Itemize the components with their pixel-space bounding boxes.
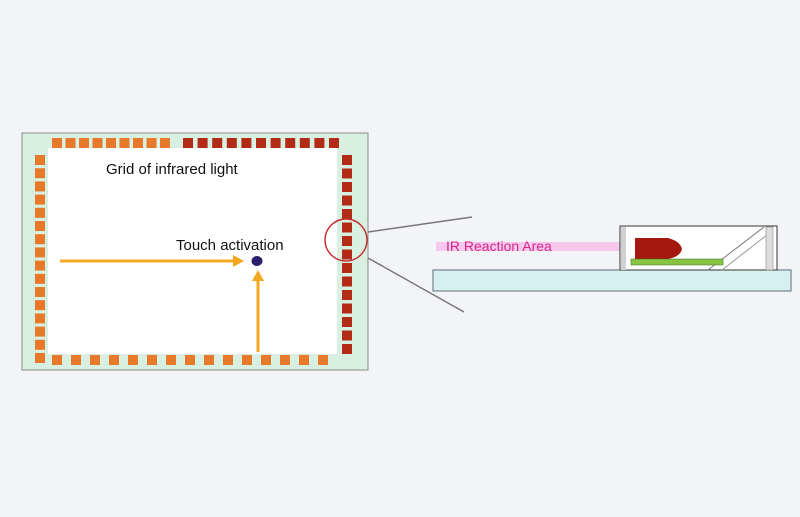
ir-receiver bbox=[183, 138, 193, 148]
ir-emitter bbox=[166, 355, 176, 365]
ir-emitter bbox=[299, 355, 309, 365]
ir-emitter bbox=[35, 313, 45, 324]
ir-emitter bbox=[35, 207, 45, 218]
ir-reaction-area-label: IR Reaction Area bbox=[446, 238, 552, 254]
ir-receiver bbox=[342, 330, 352, 341]
ir-emitter bbox=[128, 355, 138, 365]
ir-emitter bbox=[147, 355, 157, 365]
ir-emitter bbox=[65, 138, 76, 148]
ir-receiver bbox=[342, 263, 352, 273]
touch-activation-label: Touch activation bbox=[176, 237, 284, 254]
bottom-emitter-row bbox=[52, 355, 328, 365]
ir-receiver bbox=[342, 182, 352, 192]
ir-emitter bbox=[35, 260, 45, 271]
ir-receiver bbox=[256, 138, 266, 148]
ir-emitter bbox=[35, 168, 45, 179]
ir-receiver bbox=[342, 317, 352, 327]
ir-emitter bbox=[160, 138, 170, 148]
bezel-slope-inner bbox=[721, 230, 773, 271]
ir-reaction-band bbox=[436, 242, 678, 251]
ir-receiver bbox=[226, 138, 237, 148]
ir-receiver bbox=[314, 138, 325, 148]
ir-emitter bbox=[92, 138, 103, 148]
ir-emitter bbox=[318, 355, 328, 365]
ir-receiver bbox=[285, 138, 296, 148]
ir-emitter bbox=[35, 300, 45, 311]
ir-emitter bbox=[35, 221, 45, 231]
touch-point bbox=[251, 256, 263, 266]
ir-led bbox=[635, 238, 682, 259]
ir-receiver bbox=[342, 303, 352, 314]
ir-emitter bbox=[133, 138, 143, 148]
ir-emitter bbox=[146, 138, 157, 148]
ir-emitter bbox=[106, 138, 116, 148]
ir-receiver bbox=[270, 138, 281, 148]
ir-emitter bbox=[35, 326, 45, 337]
ir-receiver bbox=[342, 195, 352, 206]
bezel-left-wall bbox=[621, 227, 626, 270]
ir-receiver bbox=[342, 276, 352, 287]
ir-emitter bbox=[185, 355, 195, 365]
ir-emitter bbox=[35, 155, 45, 165]
top-emitter-row bbox=[52, 138, 170, 148]
cross-section-detail bbox=[432, 225, 792, 292]
ir-emitter bbox=[119, 138, 130, 148]
ir-emitter bbox=[35, 353, 45, 363]
ir-receiver bbox=[342, 155, 352, 165]
right-receiver-column bbox=[342, 155, 352, 354]
ir-emitter bbox=[35, 273, 45, 284]
ir-receiver bbox=[342, 344, 352, 354]
ir-receiver bbox=[241, 138, 252, 148]
ir-emitter bbox=[280, 355, 290, 365]
ir-emitter bbox=[35, 234, 45, 245]
ir-receiver bbox=[342, 168, 352, 179]
ir-emitter bbox=[109, 355, 119, 365]
ir-receiver bbox=[342, 249, 352, 260]
ir-emitter bbox=[35, 194, 45, 205]
ir-emitter bbox=[204, 355, 214, 365]
ir-emitter bbox=[223, 355, 233, 365]
callout-circle bbox=[324, 218, 368, 262]
ir-emitter bbox=[35, 181, 45, 192]
horizontal-beam-arrow bbox=[60, 255, 244, 267]
glass-plate bbox=[432, 269, 792, 292]
grid-label: Grid of infrared light bbox=[106, 161, 239, 178]
ir-receiver bbox=[212, 138, 223, 148]
left-emitter-column bbox=[35, 155, 45, 363]
ir-receiver bbox=[197, 138, 208, 148]
panel-screen bbox=[48, 148, 337, 354]
ir-emitter bbox=[35, 247, 45, 258]
ir-receiver bbox=[342, 209, 352, 219]
ir-emitter bbox=[71, 355, 81, 365]
ir-receiver bbox=[329, 138, 339, 148]
ir-receiver bbox=[342, 290, 352, 300]
ir-receiver bbox=[342, 236, 352, 246]
ir-emitter bbox=[261, 355, 271, 365]
ir-emitter bbox=[35, 339, 45, 350]
ir-emitter bbox=[79, 138, 89, 148]
ir-receiver bbox=[342, 222, 352, 233]
ir-emitter bbox=[52, 138, 62, 148]
callout-line-upper bbox=[367, 216, 473, 233]
touch-panel bbox=[21, 132, 369, 371]
ir-emitter bbox=[90, 355, 100, 365]
vertical-beam-arrow bbox=[252, 270, 264, 352]
ir-emitter bbox=[35, 287, 45, 297]
top-receiver-row bbox=[183, 138, 339, 148]
bezel-inner-wall bbox=[765, 226, 774, 271]
ir-emitter bbox=[242, 355, 252, 365]
ir-emitter bbox=[52, 355, 62, 365]
callout-line-lower bbox=[367, 257, 465, 313]
ir-receiver bbox=[299, 138, 310, 148]
led-pcb bbox=[630, 258, 724, 266]
